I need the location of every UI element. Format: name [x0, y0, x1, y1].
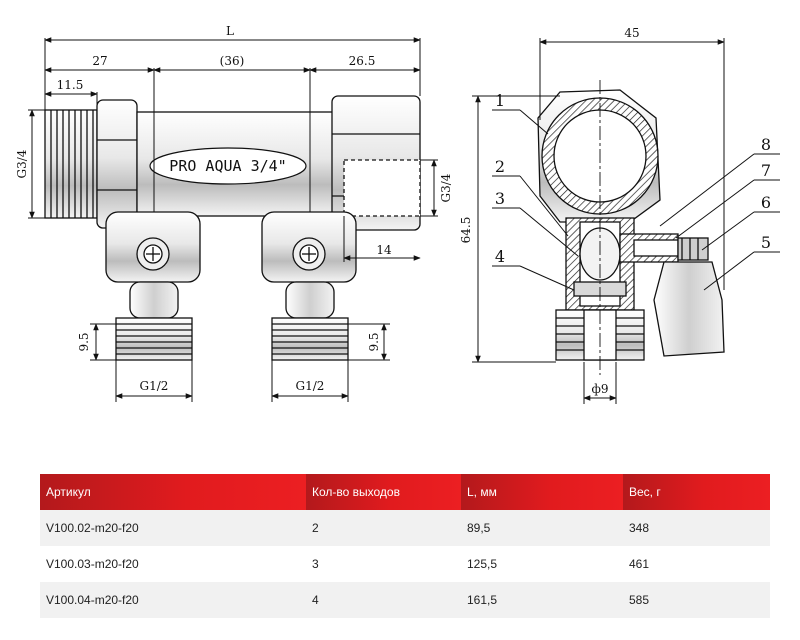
table-row: V100.02-m20-f20 2 89,5 348 — [40, 510, 770, 546]
technical-drawing: L 27 (36) 26.5 11.5 G3/4 G3/4 14 9.5 9.5… — [15, 24, 780, 404]
header-outlet-count: Кол-во выходов — [306, 474, 461, 510]
outlet-2 — [261, 211, 357, 361]
front-view-dimensions — [28, 37, 438, 402]
table-row: V100.03-m20-f20 3 125,5 461 — [40, 546, 770, 582]
cell-weight: 348 — [623, 510, 770, 546]
cell-article: V100.02-m20-f20 — [40, 510, 306, 546]
section-view-dimensions — [472, 38, 725, 404]
dim-mid-segment: (36) — [220, 54, 245, 68]
callout-8: 8 — [761, 135, 771, 154]
dim-bore-diameter: ф9 — [591, 382, 608, 396]
cell-length: 161,5 — [461, 582, 623, 618]
cell-outlet-count: 4 — [306, 582, 461, 618]
cell-length: 125,5 — [461, 546, 623, 582]
outlet-1 — [105, 211, 201, 361]
cell-outlet-count: 2 — [306, 510, 461, 546]
dim-left-segment: 27 — [92, 54, 107, 68]
dim-outlet-left: 9.5 — [77, 332, 91, 351]
section-cap — [653, 261, 725, 357]
manifold-section-view — [537, 89, 725, 361]
label-outlet-right: G1/2 — [296, 379, 325, 393]
dim-section-height: 64.5 — [459, 217, 473, 244]
dim-section-width: 45 — [624, 26, 639, 40]
callout-4: 4 — [495, 247, 505, 266]
left-hex-nut — [96, 99, 138, 229]
header-length: L, мм — [461, 474, 623, 510]
manifold-front-view — [44, 95, 421, 361]
callout-7: 7 — [761, 161, 771, 180]
header-weight: Вес, г — [623, 474, 770, 510]
body-marking-oval — [149, 147, 307, 185]
cell-length: 89,5 — [461, 510, 623, 546]
dim-total-length: L — [226, 24, 234, 38]
cell-weight: 461 — [623, 546, 770, 582]
body-marking: PRO AQUA 3/4" — [169, 157, 286, 175]
callout-6: 6 — [761, 193, 771, 212]
label-left-thread: G3/4 — [15, 149, 29, 178]
dim-outlet-right: 9.5 — [367, 332, 381, 351]
callout-2: 2 — [495, 157, 505, 176]
cell-article: V100.04-m20-f20 — [40, 582, 306, 618]
dim-socket-depth: 14 — [376, 243, 392, 257]
left-male-thread — [44, 109, 98, 219]
cell-weight: 585 — [623, 582, 770, 618]
header-article: Артикул — [40, 474, 306, 510]
spec-table: Артикул Кол-во выходов L, мм Вес, г V100… — [40, 474, 770, 618]
callout-3: 3 — [495, 189, 505, 208]
label-right-thread: G3/4 — [439, 173, 453, 202]
dim-right-segment: 26.5 — [349, 54, 376, 68]
dim-thread-length: 11.5 — [57, 78, 84, 92]
callout-5: 5 — [761, 233, 771, 252]
callout-leaders — [492, 109, 780, 291]
callout-1: 1 — [495, 91, 505, 110]
label-outlet-left: G1/2 — [140, 379, 169, 393]
table-row: V100.04-m20-f20 4 161,5 585 — [40, 582, 770, 618]
spec-table-header: Артикул Кол-во выходов L, мм Вес, г — [40, 474, 770, 510]
cell-article: V100.03-m20-f20 — [40, 546, 306, 582]
cell-outlet-count: 3 — [306, 546, 461, 582]
